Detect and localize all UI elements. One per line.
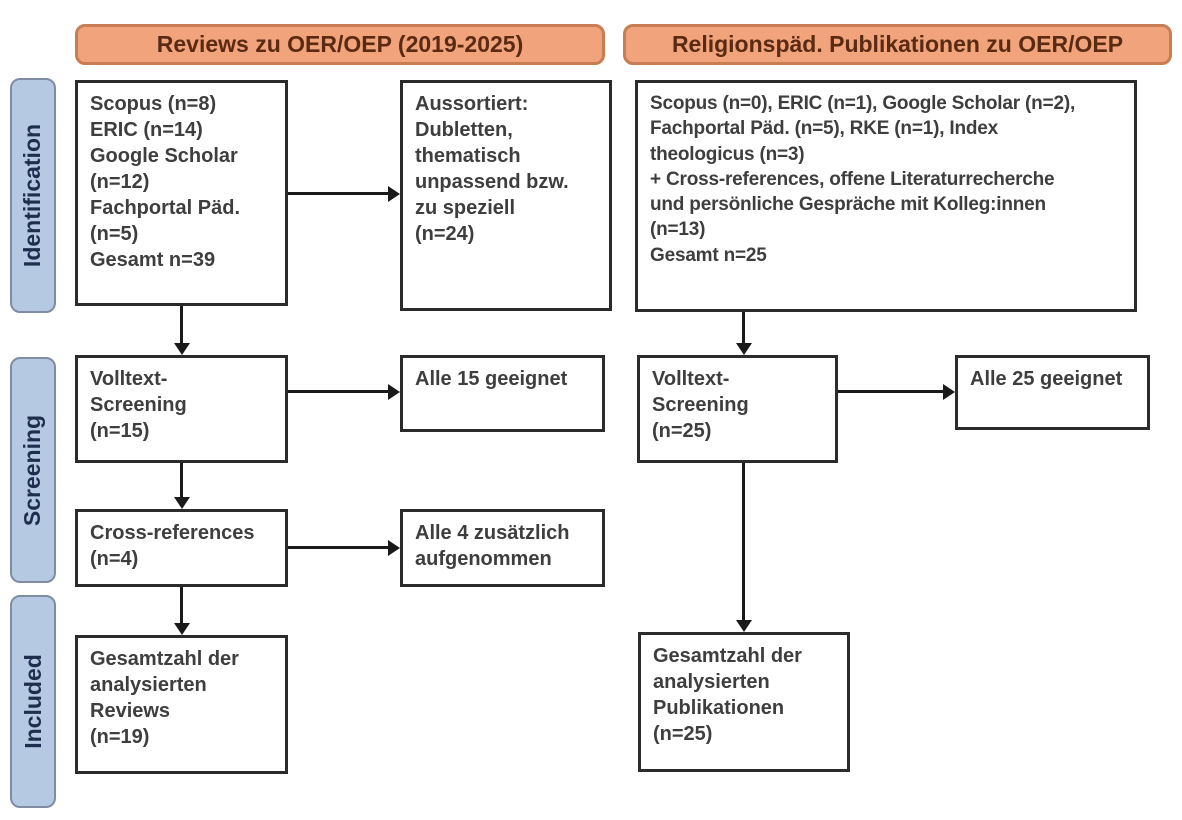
- box-right-included-total: Gesamtzahl der analysierten Publikatione…: [638, 632, 850, 772]
- box-right-fulltext-screening: Volltext- Screening (n=25): [637, 355, 838, 463]
- stage-label-screening-text: Screening: [19, 414, 46, 526]
- box-left-excluded: Aussortiert: Dubletten, thematisch unpas…: [400, 80, 612, 311]
- box-left-sources: Scopus (n=8) ERIC (n=14) Google Scholar …: [75, 80, 288, 306]
- stage-label-included-text: Included: [19, 654, 46, 749]
- box-right-sources: Scopus (n=0), ERIC (n=1), Google Scholar…: [635, 80, 1137, 312]
- arrow-right-screening-to-included: [742, 463, 745, 620]
- arrow-left-crossref-to-result: [288, 546, 388, 549]
- arrow-left-screening-to-crossref: [180, 463, 183, 497]
- arrow-left-sources-to-screening: [180, 306, 183, 343]
- column-header-reviews-label: Reviews zu OER/OEP (2019-2025): [156, 31, 524, 57]
- arrow-right-screening-to-result: [838, 390, 943, 393]
- box-left-fulltext-screening: Volltext- Screening (n=15): [75, 355, 288, 463]
- column-header-religionspaed: Religionspäd. Publikationen zu OER/OEP: [623, 24, 1172, 65]
- stage-label-included: Included: [10, 595, 56, 808]
- box-left-crossref-result: Alle 4 zusätzlich aufgenommen: [400, 509, 605, 587]
- stage-label-identification-text: Identification: [19, 123, 46, 268]
- box-left-included-total: Gesamtzahl der analysierten Reviews (n=1…: [75, 635, 288, 774]
- box-left-crossreferences: Cross-references (n=4): [75, 509, 288, 587]
- arrow-right-sources-to-screening: [742, 312, 745, 343]
- arrow-left-sources-to-excluded: [288, 192, 388, 195]
- box-right-screening-result: Alle 25 geeignet: [955, 355, 1150, 430]
- stage-label-identification: Identification: [10, 78, 56, 313]
- column-header-religionspaed-label: Religionspäd. Publikationen zu OER/OEP: [671, 31, 1124, 57]
- box-left-screening-result: Alle 15 geeignet: [400, 355, 605, 432]
- arrow-left-screening-to-result: [288, 390, 388, 393]
- arrow-left-crossref-to-included: [180, 587, 183, 623]
- stage-label-screening: Screening: [10, 357, 56, 583]
- column-header-reviews: Reviews zu OER/OEP (2019-2025): [75, 24, 605, 65]
